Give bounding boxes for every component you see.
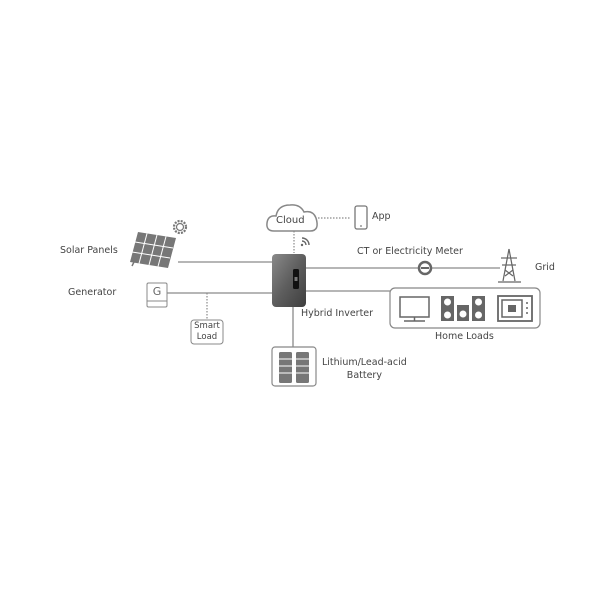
battery-icon — [271, 346, 317, 387]
hybrid-inverter-label: Hybrid Inverter — [301, 308, 374, 319]
app-label: App — [372, 211, 391, 222]
tv-icon — [399, 296, 430, 322]
stereo-speakers-icon — [441, 296, 485, 321]
solar-panels-label: Solar Panels — [60, 245, 118, 256]
smart-load-label-line1: Smart — [194, 321, 220, 331]
battery-label-line1: Lithium/Lead-acid — [322, 357, 407, 368]
generator-icon — [146, 282, 168, 308]
smart-load-label-line2: Load — [196, 332, 218, 342]
hybrid-inverter-icon — [272, 254, 306, 307]
smart-load-box — [190, 319, 224, 345]
grid-pylon-icon — [498, 248, 521, 283]
cloud-icon — [266, 204, 318, 232]
battery-label-line2: Battery — [346, 370, 382, 381]
sun-gear-icon — [172, 219, 188, 235]
generator-symbol: G — [152, 285, 162, 298]
phone-icon — [354, 205, 368, 230]
electricity-meter-icon — [417, 260, 433, 276]
home-loads-label: Home Loads — [435, 331, 494, 342]
cloud-label: Cloud — [276, 215, 305, 226]
grid-label: Grid — [535, 262, 555, 273]
solar-panel-icon — [130, 232, 176, 268]
generator-label: Generator — [68, 287, 117, 298]
meter-label: CT or Electricity Meter — [357, 246, 463, 257]
wifi-icon — [300, 237, 310, 247]
microwave-icon — [497, 295, 533, 322]
